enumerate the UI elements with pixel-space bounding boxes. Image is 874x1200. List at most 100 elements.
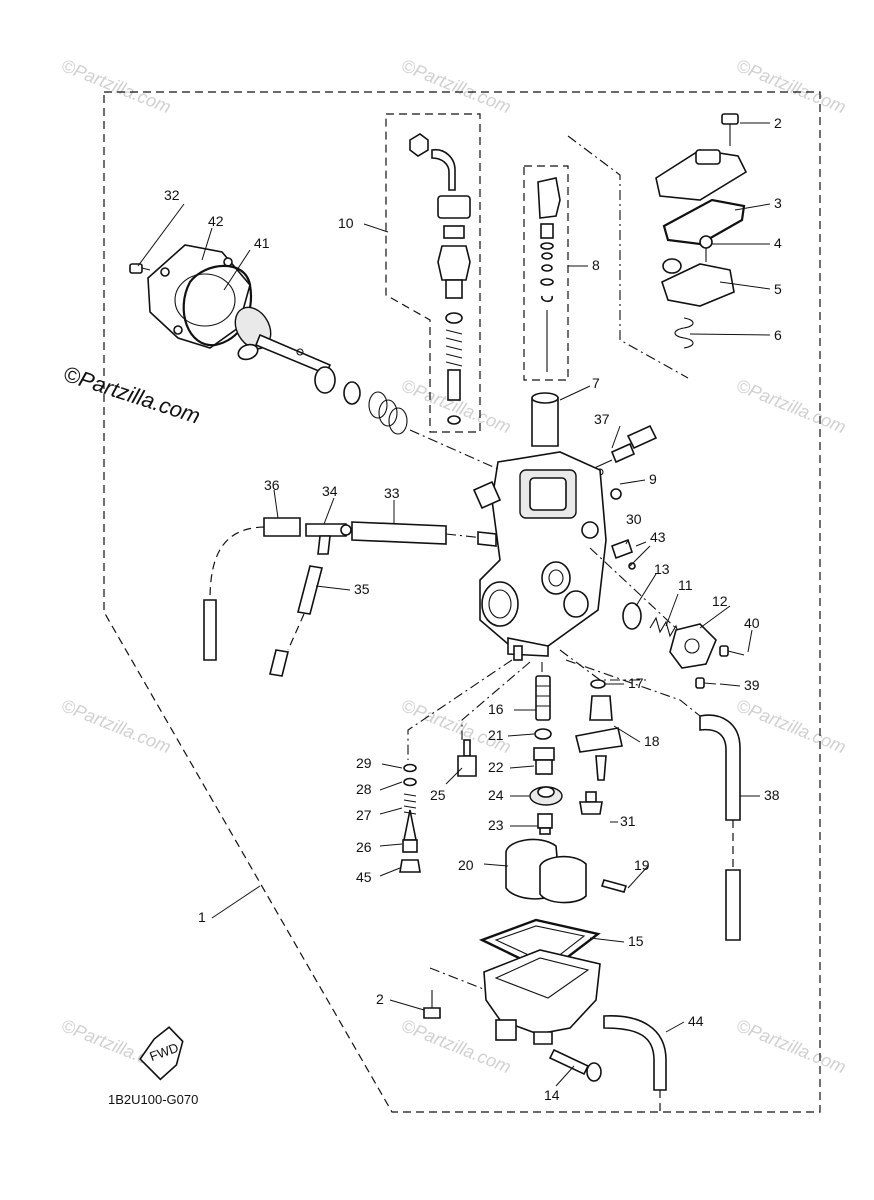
part-ring-21 <box>534 728 552 740</box>
callout-36: 36 <box>264 477 280 493</box>
part-screw-2-bottom <box>423 990 441 1019</box>
part-hose-36 <box>203 517 301 661</box>
callout-labels: 1 2 2 3 4 5 6 7 8 9 10 11 12 13 14 15 16… <box>164 115 782 1103</box>
callout-5: 5 <box>774 281 782 297</box>
callout-8: 8 <box>592 257 600 273</box>
part-piston-rings <box>314 366 501 471</box>
part-gasket-3 <box>662 198 746 246</box>
part-cap-45 <box>399 859 421 873</box>
callout-27: 27 <box>356 807 372 823</box>
part-o-ring-17 <box>590 679 606 689</box>
part-fitting-10 <box>409 133 471 425</box>
part-screw-32 <box>129 263 151 274</box>
callout-29: 29 <box>356 755 372 771</box>
part-fitting-hose <box>477 531 497 547</box>
callout-42: 42 <box>208 213 224 229</box>
part-diaphragm-13 <box>622 602 642 630</box>
leader-lower-mid <box>461 661 531 740</box>
callout-41: 41 <box>254 235 270 251</box>
part-spring-11 <box>649 616 681 641</box>
part-cover <box>147 244 251 349</box>
callout-3: 3 <box>774 195 782 211</box>
callout-1: 1 <box>198 909 206 925</box>
part-t-joint-34 <box>305 523 352 555</box>
part-washer-28 <box>403 777 417 787</box>
callout-40: 40 <box>744 615 760 631</box>
callout-25: 25 <box>430 787 446 803</box>
callout-22: 22 <box>488 759 504 775</box>
callout-33: 33 <box>384 485 400 501</box>
part-hose-38 <box>699 714 741 941</box>
part-screw-31 <box>579 791 603 815</box>
callout-34: 34 <box>322 483 338 499</box>
part-screw-2-top <box>721 113 739 146</box>
callout-20: 20 <box>458 857 474 873</box>
leader-lower-left <box>407 659 513 760</box>
part-hose-44 <box>603 1015 667 1114</box>
part-ring-43 <box>628 562 636 570</box>
callout-21: 21 <box>488 727 504 743</box>
part-float-chamber <box>483 949 601 1045</box>
watermark: ©Partzilla.com <box>734 55 849 117</box>
part-float-20 <box>505 838 587 904</box>
part-cover-12 <box>669 623 717 669</box>
callout-leaders <box>137 122 771 1087</box>
callout-11: 11 <box>678 577 693 593</box>
watermark: ©Partzilla.com <box>734 375 849 437</box>
part-screw-30 <box>610 538 634 560</box>
watermark: ©Partzilla.com <box>734 1015 849 1077</box>
part-pin-19 <box>600 879 628 893</box>
callout-35: 35 <box>354 581 370 597</box>
callout-32: 32 <box>164 187 180 203</box>
part-screw-40 <box>719 645 745 657</box>
part-spring-6 <box>674 317 694 349</box>
callout-45: 45 <box>356 869 372 885</box>
group-box-10 <box>385 113 481 433</box>
watermark: ©Partzilla.com <box>734 695 849 757</box>
diagram-code: 1B2U100-G070 <box>108 1092 198 1107</box>
part-needle-8 <box>537 177 561 372</box>
part-carburetor-body <box>472 451 607 661</box>
callout-39: 39 <box>744 677 760 693</box>
part-jet-16 <box>535 675 551 721</box>
callout-18: 18 <box>644 733 660 749</box>
callout-12: 12 <box>712 593 728 609</box>
callout-23: 23 <box>488 817 504 833</box>
callout-44: 44 <box>688 1013 704 1029</box>
callout-24: 24 <box>488 787 504 803</box>
part-top-cap <box>655 149 748 201</box>
callout-2-top: 2 <box>774 115 782 131</box>
callout-7: 7 <box>592 375 600 391</box>
part-pilot-screw-25 <box>457 739 477 777</box>
callout-28: 28 <box>356 781 372 797</box>
callout-9: 9 <box>649 471 657 487</box>
part-hose-35 <box>269 565 323 677</box>
part-washer-24 <box>529 786 563 806</box>
part-drain-screw-14 <box>548 1048 602 1082</box>
fwd-arrow-icon: FWD <box>139 1026 184 1081</box>
part-screw-39 <box>695 677 717 689</box>
callout-30: 30 <box>626 511 642 527</box>
callout-4: 4 <box>774 235 782 251</box>
watermark-main: ©Partzilla.com <box>60 361 203 429</box>
callout-16: 16 <box>488 701 504 717</box>
leader-top <box>567 135 689 379</box>
callout-2-bottom: 2 <box>376 991 384 1007</box>
part-spring-27 <box>403 793 417 815</box>
leader-hose-38 <box>565 659 701 717</box>
part-piston-valve <box>234 306 332 376</box>
leader-right <box>589 547 681 633</box>
callout-6: 6 <box>774 327 782 343</box>
part-hose-33 <box>351 521 447 545</box>
watermark: ©Partzilla.com <box>399 55 514 117</box>
callout-17: 17 <box>628 675 644 691</box>
callout-19: 19 <box>634 857 650 873</box>
part-float-valve-18 <box>575 695 623 781</box>
watermark: ©Partzilla.com <box>59 695 174 757</box>
callout-31: 31 <box>620 813 636 829</box>
leader-chamber <box>429 967 487 991</box>
part-o-ring-29 <box>403 763 417 773</box>
callout-15: 15 <box>628 933 644 949</box>
part-throttle-valve-7 <box>531 392 559 447</box>
